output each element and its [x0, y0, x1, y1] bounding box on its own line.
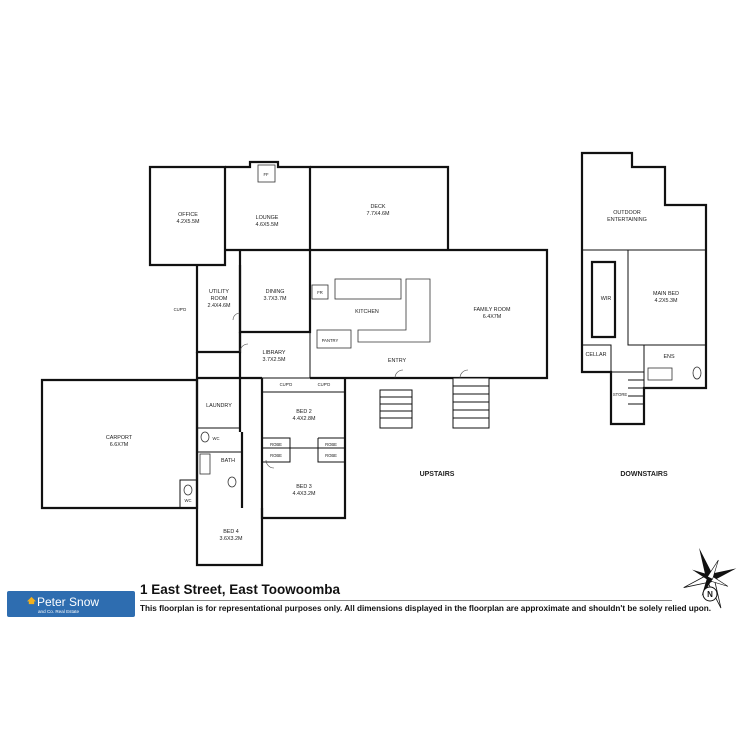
bed4-dims: 3.6X3.2M [219, 536, 243, 542]
wc-label-1: WC [213, 436, 220, 441]
outdoor-name-1: OUTDOOR [613, 210, 641, 216]
utility-dims: 2.4X4.6M [207, 303, 231, 309]
cellar-name: CELLAR [586, 352, 607, 358]
ens-name: ENS [663, 354, 674, 360]
kitchen-name: KITCHEN [355, 309, 379, 315]
downstairs-label: DOWNSTAIRS [620, 471, 668, 478]
disclaimer-text: This floorplan is for representational p… [140, 604, 712, 613]
dining-dims: 3.7X3.7M [263, 296, 287, 302]
compass-north-letter: N [707, 590, 713, 599]
cupd-label-utility: CUP'D [174, 307, 187, 312]
family-dims: 6.4X7M [483, 314, 502, 320]
bed3-dims: 4.4X3.2M [292, 491, 316, 497]
bath-name: BATH [221, 458, 235, 464]
library-name: LIBRARY [263, 350, 286, 356]
lounge-dims: 4.6X5.5M [255, 222, 279, 228]
footer-divider [140, 600, 672, 601]
deck-dims: 7.7X4.6M [366, 211, 390, 217]
carport-name: CARPORT [106, 435, 133, 441]
office-name: OFFICE [178, 212, 198, 218]
bed3-name: BED 3 [296, 484, 312, 490]
bed4-name: BED 4 [223, 529, 239, 535]
robe-label-3: ROBE [325, 442, 337, 447]
carport-dims: 6.6X7M [110, 442, 129, 448]
laundry-name: LAUNDRY [206, 403, 232, 409]
deck-name: DECK [371, 204, 386, 210]
bed2-dims: 4.4X2.8M [292, 416, 316, 422]
pantry-label: PANTRY [322, 338, 339, 343]
downstairs-walls [580, 151, 708, 426]
outdoor-name-2: ENTERTAINING [607, 217, 647, 223]
room-labels: OFFICE 4.2X5.5M LOUNGE 4.6X5.5M DECK 7.7… [106, 204, 679, 542]
cupd-label-right: CUP'D [318, 382, 331, 387]
cupd-label-left: CUP'D [280, 382, 293, 387]
fr-label: FR [317, 290, 323, 295]
agency-logo [7, 591, 135, 617]
dining-name: DINING [266, 289, 285, 295]
upstairs-label: UPSTAIRS [420, 471, 455, 478]
fixture-labels: FF FR PANTRY CUP'D CUP'D CUP'D ROBE ROBE… [174, 172, 339, 503]
house-roof-icon [27, 596, 36, 605]
mainbed-dims: 4.2X5.3M [654, 298, 678, 304]
robe-label-2: ROBE [270, 453, 282, 458]
logo-name: Peter Snow [37, 595, 100, 609]
compass-rose-icon: N [683, 547, 737, 609]
upstairs-walls [40, 160, 549, 567]
utility-name-2: ROOM [211, 296, 228, 302]
family-name: FAMILY ROOM [474, 307, 511, 313]
property-address: 1 East Street, East Toowoomba [140, 582, 341, 597]
mainbed-name: MAIN BED [653, 291, 679, 297]
utility-name-1: UTILITY [209, 289, 229, 295]
logo-subtitle: and Co. Real Estate [38, 609, 80, 614]
wir-name: WIR [601, 296, 612, 302]
lounge-name: LOUNGE [256, 215, 279, 221]
wc-label-2: WC [185, 498, 192, 503]
ff-label: FF [263, 172, 269, 177]
library-dims: 3.7X2.5M [262, 357, 286, 363]
robe-label-4: ROBE [325, 453, 337, 458]
entry-name: ENTRY [388, 358, 407, 364]
store-name: STORE [613, 392, 628, 397]
office-dims: 4.2X5.5M [176, 219, 200, 225]
bed2-name: BED 2 [296, 409, 312, 415]
robe-label-1: ROBE [270, 442, 282, 447]
